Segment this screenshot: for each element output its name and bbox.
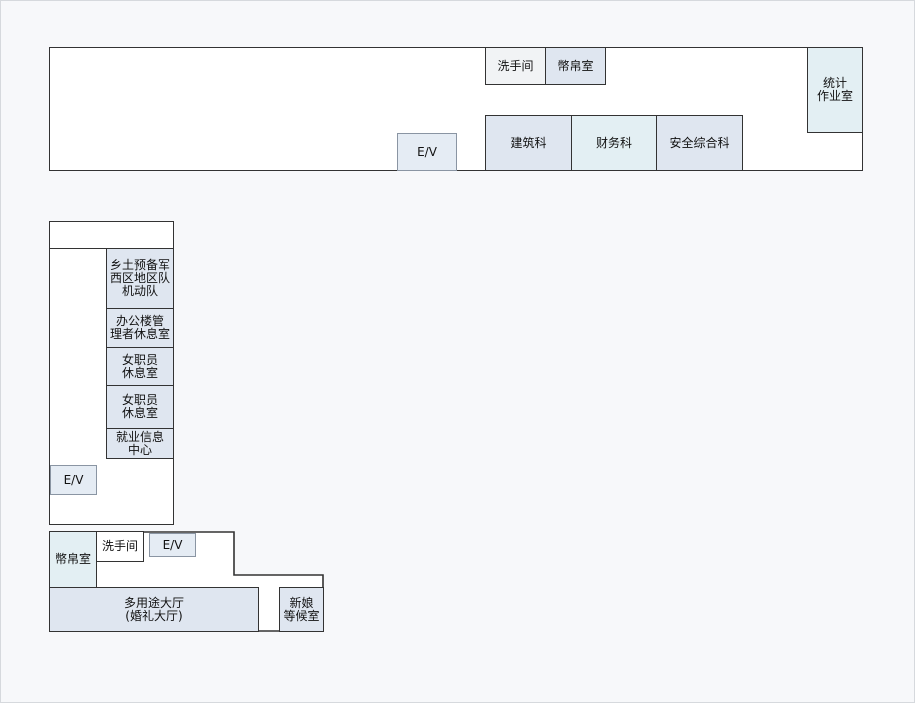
room-flag-room-bottom: 幣帛室 [49, 531, 97, 588]
room-reserve-unit: 乡土预备军 西区地区队 机动队 [106, 248, 174, 309]
room-washroom-top: 洗手间 [485, 47, 546, 85]
room-bride-waiting: 新娘 等候室 [279, 587, 324, 632]
room-female-rest-2: 女职员 休息室 [106, 385, 174, 429]
room-safety: 安全综合科 [656, 115, 743, 171]
room-admin-rest: 办公楼管 理者休息室 [106, 308, 174, 348]
room-ev-top: E/V [397, 133, 457, 171]
room-ev-bottom: E/V [149, 533, 196, 557]
room-ev-middle: E/V [50, 465, 97, 495]
room-female-rest-1: 女职员 休息室 [106, 347, 174, 386]
room-employment: 就业信息 中心 [106, 428, 174, 459]
room-statistics: 统计 作业室 [807, 47, 863, 133]
room-washroom-bottom: 洗手间 [96, 531, 144, 562]
room-flag-room-top: 幣帛室 [545, 47, 606, 85]
room-multi-purpose-hall: 多用途大厅 (婚礼大厅) [49, 587, 259, 632]
room-architecture: 建筑科 [485, 115, 572, 171]
